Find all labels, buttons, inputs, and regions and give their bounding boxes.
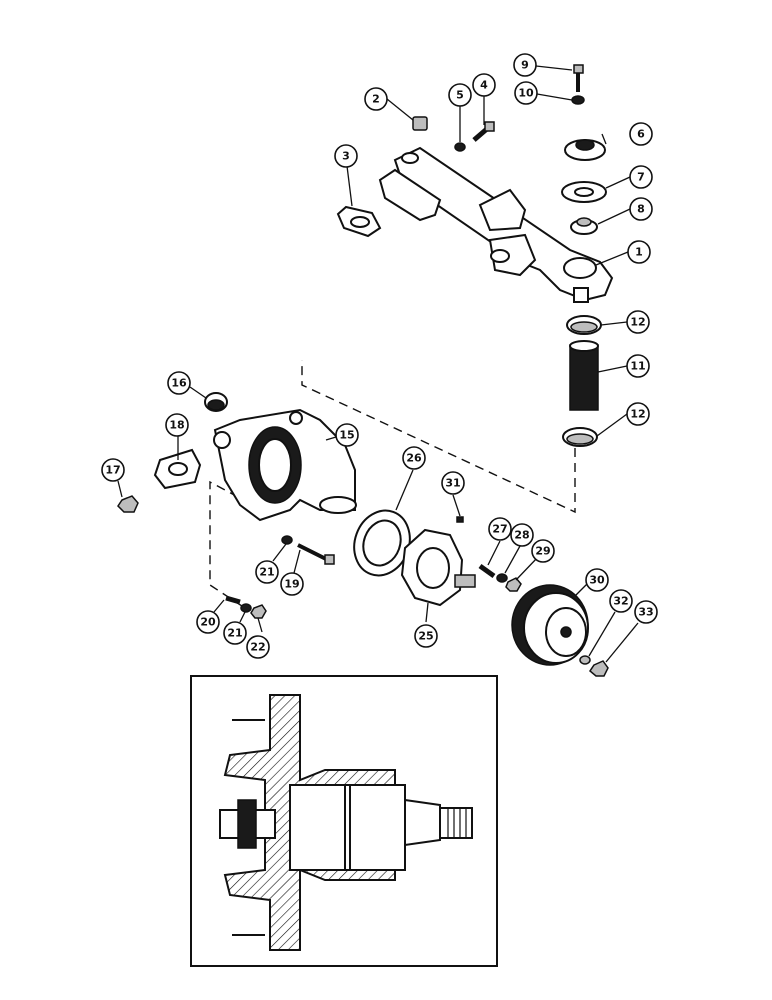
callout-5: 5 [448,83,472,107]
pump-housing-15-part [213,408,357,522]
callout-11: 11 [626,354,650,378]
callout-21-upper: 21 [255,560,279,584]
svg-text:7: 7 [637,171,645,184]
callout-12-upper: 12 [626,310,650,334]
svg-text:27: 27 [492,523,507,536]
svg-text:29: 29 [535,545,550,558]
bolt-19-part [297,543,335,565]
washer-21-upper-part [281,535,293,545]
svg-text:32: 32 [613,595,628,608]
svg-text:21: 21 [259,566,274,579]
svg-text:10: 10 [518,87,534,100]
nut-17-part [117,495,139,513]
callout-12-lower: 12 [626,402,650,426]
callout-33: 33 [634,600,658,624]
callout-7: 7 [629,165,653,189]
pulley-30-part [511,584,589,666]
nut-33-part [589,660,609,677]
svg-text:21: 21 [227,627,242,640]
gasket-3-part [336,205,382,238]
svg-text:12: 12 [630,408,645,421]
callout-18: 18 [165,413,189,437]
svg-text:4: 4 [480,79,488,92]
svg-text:18: 18 [169,419,184,432]
bolt-9-part [573,64,584,92]
gasket-18-part [153,448,202,490]
callout-29: 29 [531,539,555,563]
stud-27-part [478,563,496,579]
callout-3: 3 [334,144,358,168]
plug-part [412,116,428,131]
callout-21-lower: 21 [223,621,247,645]
washer-21-lower-part [240,603,252,613]
callout-4: 4 [472,73,496,97]
svg-text:19: 19 [284,578,299,591]
svg-text:5: 5 [456,89,464,102]
svg-text:8: 8 [637,203,645,216]
callout-28: 28 [510,523,534,547]
svg-text:2: 2 [372,93,380,106]
callout-26: 26 [402,446,426,470]
outlet-elbow-6-part [564,139,606,161]
key-31-part [456,516,464,523]
callout-15: 15 [335,423,359,447]
svg-text:16: 16 [171,377,187,390]
washer-5-part [454,142,466,152]
callout-9: 9 [513,53,537,77]
callout-31: 31 [441,471,465,495]
callout-30: 30 [585,568,609,592]
washer-10-part [571,95,585,105]
hose-clamp-lower-part [562,427,598,447]
callout-25: 25 [414,624,438,648]
callout-2: 2 [364,87,388,111]
svg-text:22: 22 [250,641,265,654]
leader-lines [117,65,639,663]
svg-text:1: 1 [635,246,643,259]
callout-19: 19 [280,572,304,596]
svg-text:11: 11 [630,360,645,373]
svg-text:17: 17 [105,464,120,477]
callout-32: 32 [609,589,633,613]
callout-8: 8 [629,197,653,221]
svg-text:28: 28 [514,529,529,542]
gasket-7-part [561,181,607,203]
nut-22-part [250,604,267,619]
svg-text:33: 33 [638,606,653,619]
thermostat-8-part [570,217,598,235]
svg-text:12: 12 [630,316,645,329]
svg-text:25: 25 [418,630,433,643]
svg-text:26: 26 [406,452,422,465]
callout-6: 6 [629,122,653,146]
nut-29-part [505,577,522,592]
callout-20: 20 [196,610,220,634]
svg-text:6: 6 [637,128,645,141]
bolt-4-part [472,121,495,142]
washer-28-part [496,573,508,583]
assembly-route-line [301,360,576,514]
callout-10: 10 [514,81,538,105]
svg-text:20: 20 [200,616,216,629]
svg-text:30: 30 [589,574,605,587]
callout-22: 22 [246,635,270,659]
callout-27: 27 [488,517,512,541]
callout-1: 1 [627,240,651,264]
svg-text:9: 9 [521,59,529,72]
washer-32-part [579,655,591,665]
svg-text:3: 3 [342,150,350,163]
expansion-plug-16-part [204,392,228,412]
gasket-26-part [353,509,411,577]
pump-cross-section [219,694,473,951]
svg-text:15: 15 [339,429,354,442]
hose-11-part [569,340,599,411]
water-manifold-part [378,146,614,303]
hose-clamp-upper-part [566,315,602,335]
callout-16: 16 [167,371,191,395]
stud-20-part [225,595,241,605]
water-pump-25-part [400,528,476,607]
svg-text:31: 31 [445,477,460,490]
callout-17: 17 [101,458,125,482]
